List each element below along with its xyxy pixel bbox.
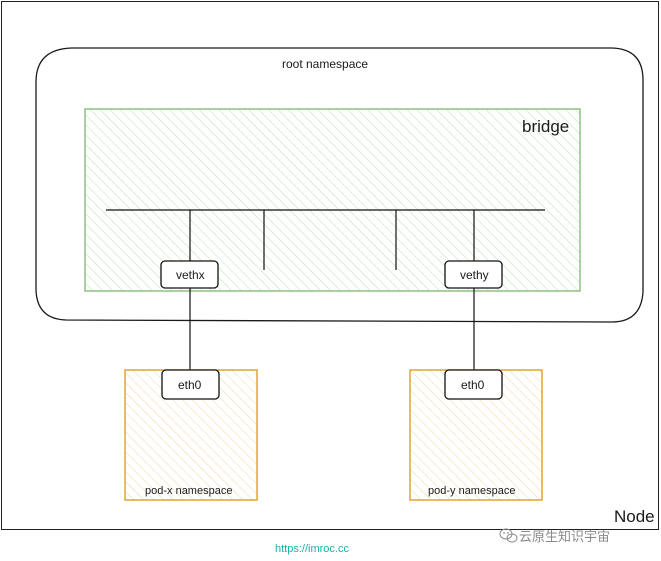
watermark-text: 云原生知识宇宙 bbox=[519, 529, 610, 545]
pod-x-eth0-label: eth0 bbox=[178, 378, 202, 392]
vethy-label: vethy bbox=[460, 268, 489, 282]
node-frame bbox=[1, 1, 659, 530]
pod-y-eth0-label: eth0 bbox=[461, 378, 485, 392]
pod-y-namespace-label: pod-y namespace bbox=[428, 485, 515, 497]
root-namespace-box bbox=[35, 47, 644, 323]
node-label: Node bbox=[614, 507, 655, 526]
bridge-label: bridge bbox=[522, 117, 569, 136]
pod-x-namespace-label: pod-x namespace bbox=[145, 485, 232, 497]
pod-y-eth0-box bbox=[444, 369, 503, 400]
bridge-box bbox=[84, 108, 581, 292]
vethx-label: vethx bbox=[176, 268, 205, 282]
root-namespace-label: root namespace bbox=[282, 57, 368, 71]
footer-url[interactable]: https://imroc.cc bbox=[275, 543, 349, 555]
wechat-icon bbox=[499, 528, 518, 543]
pod-x-eth0-box bbox=[161, 369, 220, 400]
